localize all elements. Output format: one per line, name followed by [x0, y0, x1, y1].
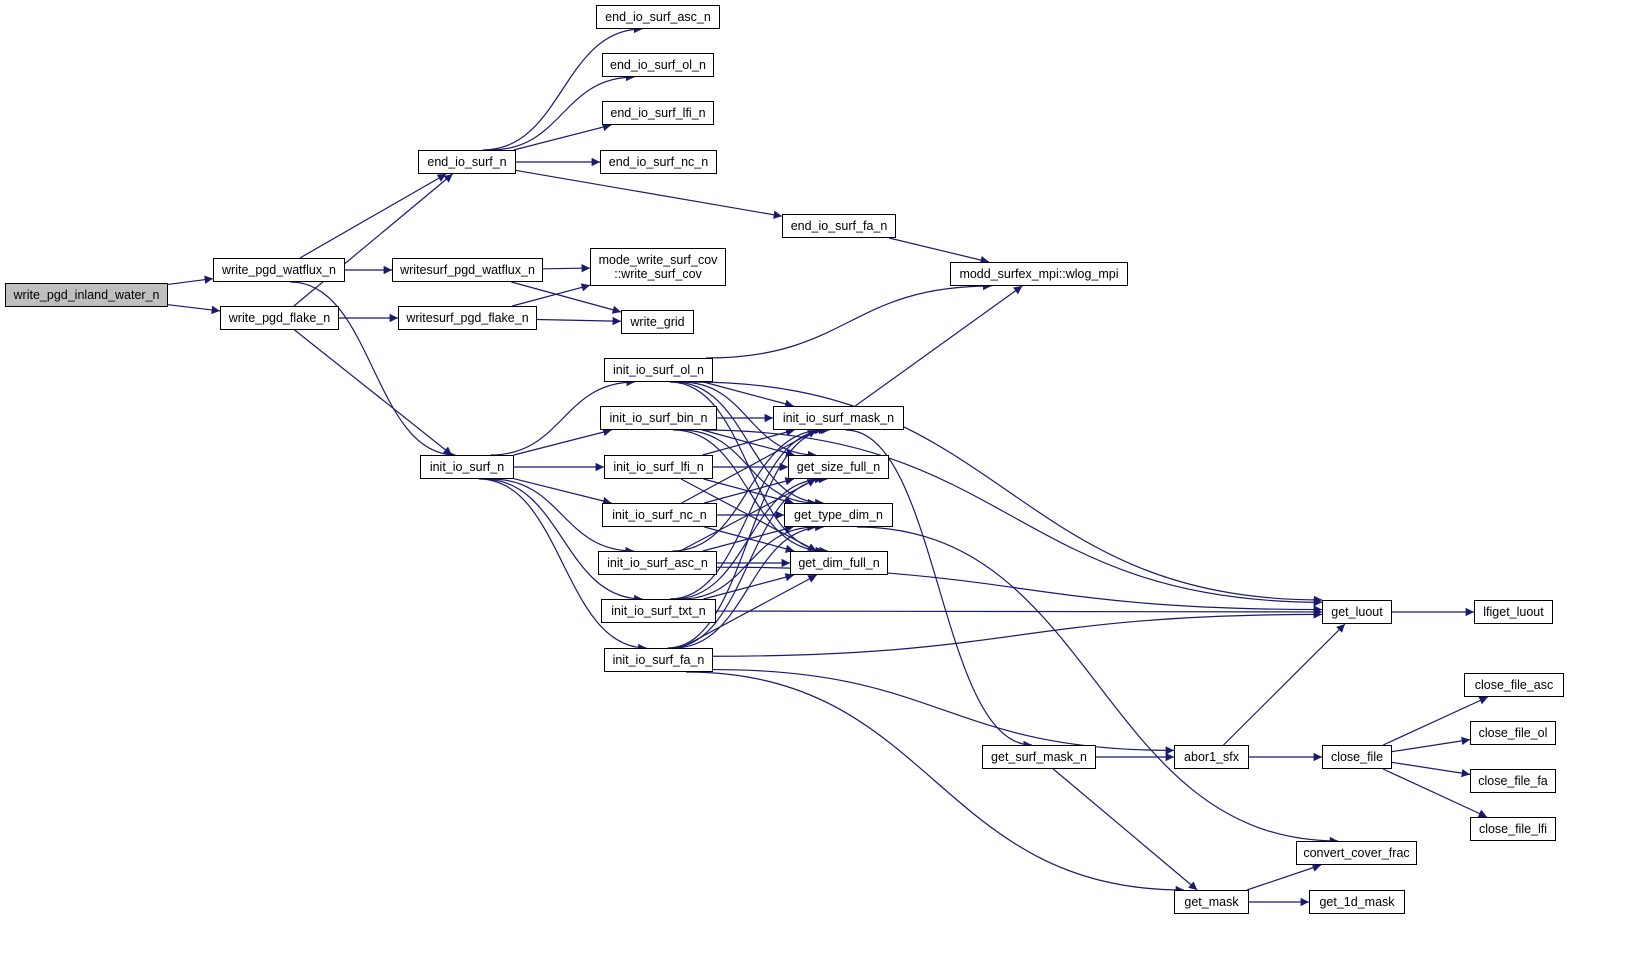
edge-eis-to-eisol [490, 72, 635, 151]
edge-iis-to-iisol [490, 377, 635, 456]
node-end-io-surf-nc-n[interactable]: end_io_surf_nc_n [600, 150, 717, 174]
node-end-io-surf-lfi-n[interactable]: end_io_surf_lfi_n [602, 101, 714, 125]
edge-root-to-wpw [167, 275, 214, 286]
node-mode-write-surf-cov-write-surf-cov[interactable]: mode_write_surf_cov ::write_surf_cov [590, 248, 726, 286]
node-get-luout[interactable]: get_luout [1322, 600, 1392, 624]
edge-iisfa-to-gl [712, 610, 1323, 657]
node-writesurf-pgd-watflux-n[interactable]: writesurf_pgd_watflux_n [392, 258, 543, 282]
edge-iisfa-to-gm [685, 671, 1185, 895]
edge-eis-to-eisfa [515, 169, 783, 219]
edge-wspw-to-mwsc [542, 264, 591, 273]
node-write-pgd-watflux-n[interactable]: write_pgd_watflux_n [213, 258, 345, 282]
edge-wpf-to-iis [294, 329, 453, 456]
node-get-dim-full-n[interactable]: get_dim_full_n [790, 551, 888, 575]
node-end-io-surf-fa-n[interactable]: end_io_surf_fa_n [782, 214, 896, 238]
node-close-file-lfi[interactable]: close_file_lfi [1470, 817, 1556, 841]
edge-cf-to-cflfi [1382, 768, 1488, 818]
node-convert-cover-frac[interactable]: convert_cover_frac [1296, 841, 1417, 865]
edge-iisfa-to-gtd [673, 522, 824, 649]
node-end-io-surf-ol-n[interactable]: end_io_surf_ol_n [602, 53, 714, 77]
edge-gsm-to-gm [1052, 768, 1198, 891]
node-init-io-surf-lfi-n[interactable]: init_io_surf_lfi_n [604, 455, 713, 479]
edge-gtd-to-ccf [856, 526, 1339, 846]
node-close-file[interactable]: close_file [1322, 745, 1392, 769]
edge-wspf-to-wg [536, 316, 622, 326]
node-get-mask[interactable]: get_mask [1174, 890, 1249, 914]
node-lfiget-luout[interactable]: lfiget_luout [1474, 600, 1553, 624]
edge-iistxt-to-iismask [669, 425, 828, 600]
edge-wspf-to-mwsc [512, 283, 591, 307]
node-init-io-surf-txt-n[interactable]: init_io_surf_txt_n [601, 599, 716, 623]
edge-eis-to-eislfi [513, 123, 612, 151]
node-modd-surfex-mpi-wlog-mpi[interactable]: modd_surfex_mpi::wlog_mpi [950, 262, 1128, 286]
edge-eisfa-to-wlog [888, 237, 990, 265]
edge-iisol-to-gl [693, 381, 1323, 605]
edge-wpw-to-iis [290, 281, 456, 460]
node-write-grid[interactable]: write_grid [621, 310, 694, 334]
edge-iisnc-to-gsf [704, 477, 794, 504]
edge-iis-to-iistxt [482, 478, 643, 604]
edge-eis-to-eisasc [482, 24, 643, 151]
edge-wpw-to-eis [299, 173, 447, 259]
edge-iistxt-to-gl [715, 607, 1323, 617]
node-abor1-sfx[interactable]: abor1_sfx [1174, 745, 1249, 769]
edge-iis-to-iisbin [513, 428, 612, 456]
edge-iisfa-to-gsf [669, 474, 828, 649]
edge-iisol-to-wlog [706, 281, 992, 359]
node-writesurf-pgd-flake-n[interactable]: writesurf_pgd_flake_n [398, 306, 537, 330]
edge-iislfi-to-iismask [702, 428, 795, 456]
node-get-surf-mask-n[interactable]: get_surf_mask_n [982, 745, 1096, 769]
edge-iis-to-iisnc [513, 478, 612, 506]
node-get-size-full-n[interactable]: get_size_full_n [788, 455, 889, 479]
edge-iisbin-to-gl [701, 429, 1323, 607]
edge-gm-to-ccf [1246, 863, 1322, 891]
node-init-io-surf-mask-n[interactable]: init_io_surf_mask_n [773, 406, 904, 430]
node-get-type-dim-n[interactable]: get_type_dim_n [784, 503, 893, 527]
edge-iisasc-to-iismask [672, 425, 824, 552]
edge-cf-to-cfasc [1382, 696, 1489, 746]
node-get-1d-mask[interactable]: get_1d_mask [1309, 890, 1405, 914]
node-close-file-asc[interactable]: close_file_asc [1464, 673, 1564, 697]
edge-wpf-to-eis [293, 173, 453, 307]
edge-iisfa-to-iismask [667, 425, 830, 649]
node-write-pgd-inland-water-n: write_pgd_inland_water_n [5, 283, 168, 307]
node-end-io-surf-n[interactable]: end_io_surf_n [418, 150, 516, 174]
node-end-io-surf-asc-n[interactable]: end_io_surf_asc_n [596, 5, 720, 29]
edge-iismask-to-gsm [845, 429, 1032, 750]
node-init-io-surf-nc-n[interactable]: init_io_surf_nc_n [602, 503, 717, 527]
node-write-pgd-flake-n[interactable]: write_pgd_flake_n [220, 306, 339, 330]
node-close-file-ol[interactable]: close_file_ol [1470, 721, 1556, 745]
node-init-io-surf-n[interactable]: init_io_surf_n [420, 455, 514, 479]
edge-iismask-to-wlog [854, 285, 1023, 407]
edge-iisfa-to-abor [712, 668, 1175, 755]
edge-wspw-to-wg [511, 281, 622, 314]
edge-iis-to-iisasc [490, 478, 634, 556]
edge-cf-to-cffa [1391, 761, 1471, 778]
node-init-io-surf-fa-n[interactable]: init_io_surf_fa_n [604, 648, 713, 672]
node-init-io-surf-asc-n[interactable]: init_io_surf_asc_n [598, 551, 717, 575]
node-init-io-surf-ol-n[interactable]: init_io_surf_ol_n [604, 358, 713, 382]
node-close-file-fa[interactable]: close_file_fa [1470, 769, 1556, 793]
node-init-io-surf-bin-n[interactable]: init_io_surf_bin_n [600, 406, 717, 430]
edge-cf-to-cfol [1391, 736, 1471, 753]
edge-iisol-to-iismask [703, 381, 794, 408]
edge-root-to-wpf [167, 304, 221, 315]
edge-iis-to-iisfa [478, 478, 647, 653]
edge-abor-to-gl [1223, 623, 1346, 746]
